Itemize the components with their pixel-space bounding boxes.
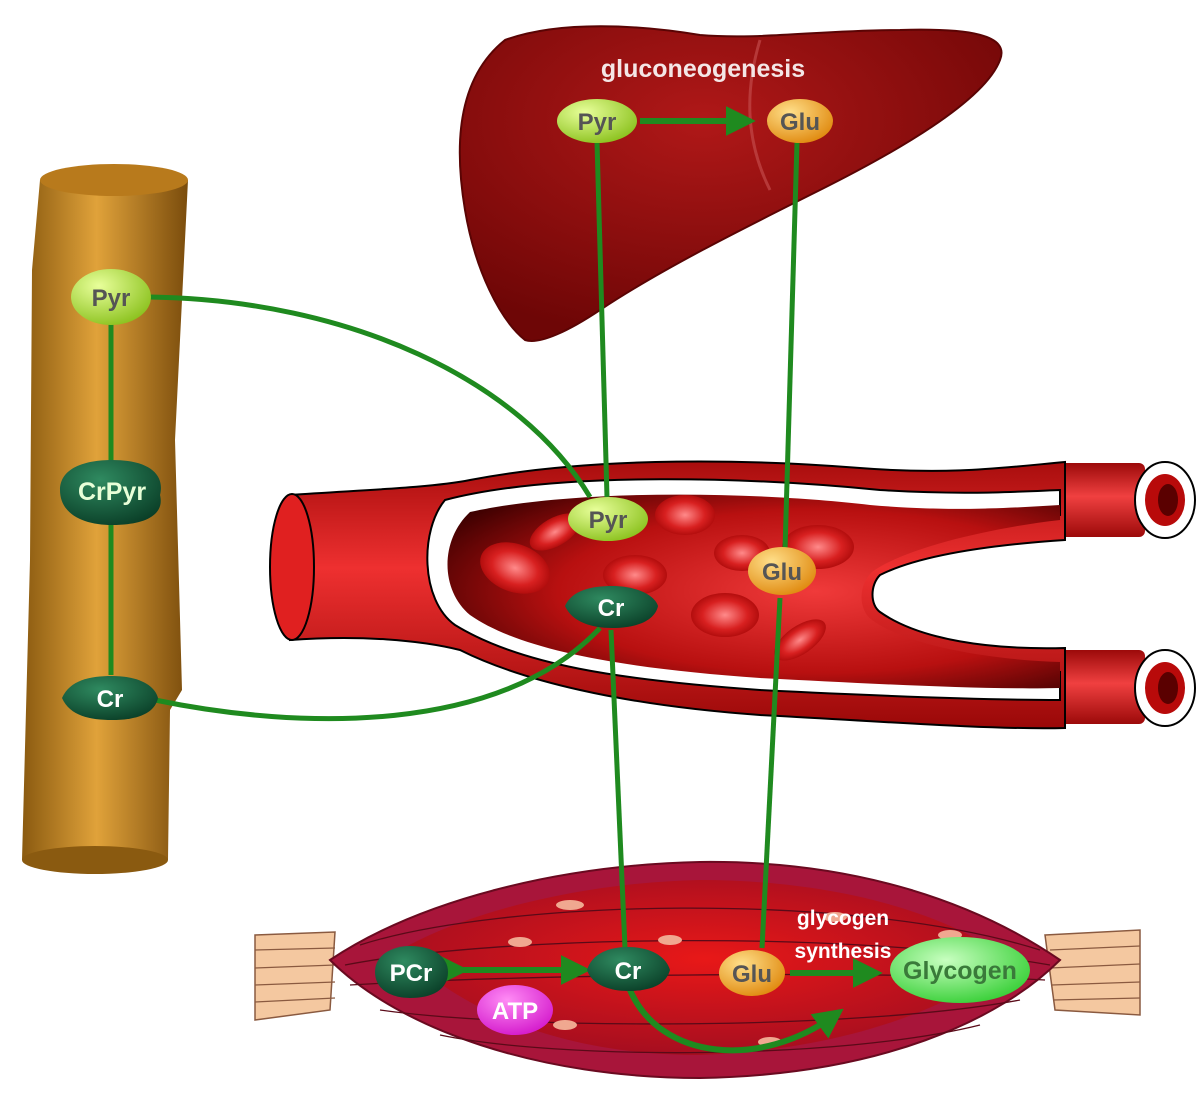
blood-glu-node: Glu — [748, 547, 816, 595]
muscle-atp-node: ATP — [477, 985, 553, 1035]
blood-cr-to-fiber-cr-line — [154, 626, 602, 722]
fiber-pyr-node: Pyr — [71, 269, 151, 325]
glycogen-synthesis-label-line1: glycogen — [797, 907, 889, 930]
fiber-pyr-label: Pyr — [92, 285, 131, 312]
blood-glu-label: Glu — [762, 559, 802, 586]
blood-vessel — [269, 460, 1196, 730]
liver-pyr-to-blood-line — [594, 141, 610, 498]
fiber-crpyr-label: CrPyr — [78, 478, 146, 506]
blood-pyr-node: Pyr — [568, 497, 648, 541]
fiber-cr-node: Cr — [62, 676, 158, 720]
cr-to-glycogen-curve-arrow — [627, 988, 844, 1054]
fiber-cr-label: Cr — [97, 686, 124, 713]
blood-cr-node: Cr — [565, 586, 658, 628]
blood-cr-to-muscle-cr-line — [608, 629, 628, 949]
muscle-cr-node: Cr — [587, 947, 670, 991]
gluconeogenesis-label: gluconeogenesis — [601, 55, 805, 83]
fiber-crpyr-node: CrPyr — [60, 460, 161, 525]
blood-pyr-label: Pyr — [589, 507, 628, 534]
liver-pyr-node: Pyr — [557, 99, 637, 143]
muscle-glu-label: Glu — [732, 961, 772, 988]
blood-glu-to-muscle-glu-line — [759, 597, 783, 949]
blood-cr-label: Cr — [598, 595, 625, 622]
muscle-glycogen-node: Glycogen — [890, 937, 1030, 1003]
liver-glu-node: Glu — [767, 99, 833, 143]
glycogen-synthesis-label-line2: synthesis — [795, 940, 892, 963]
fiber-pyr-to-blood-line — [149, 294, 593, 499]
muscle-glu-node: Glu — [719, 950, 785, 996]
liver-glu-label: Glu — [780, 109, 820, 136]
muscle-glycogen-label: Glycogen — [903, 957, 1017, 985]
muscle-atp-label: ATP — [492, 998, 538, 1025]
muscle-cr-label: Cr — [615, 958, 642, 985]
liver-pyr-label: Pyr — [578, 109, 617, 136]
pathway-connections — [108, 106, 883, 1054]
muscle-pcr-label: PCr — [390, 960, 433, 987]
muscle-pcr-node: PCr — [375, 946, 448, 998]
liver-glu-to-blood-line — [782, 141, 800, 551]
